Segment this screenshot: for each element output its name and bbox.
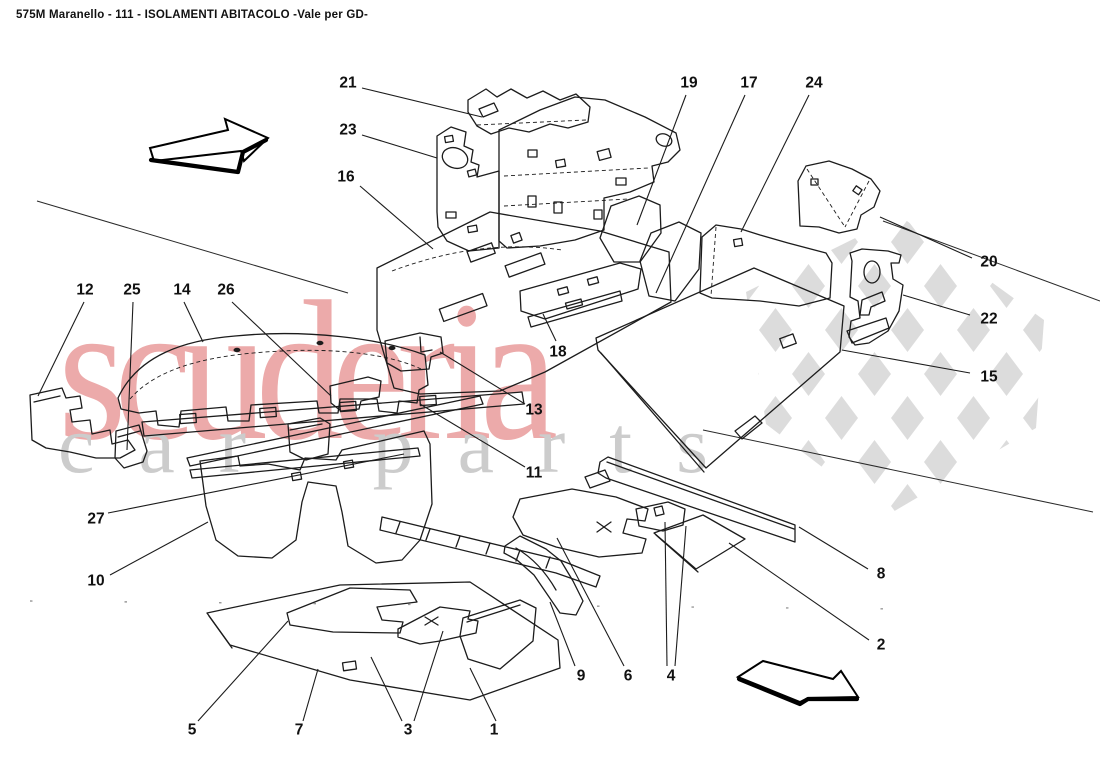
leader-line-15 [841, 349, 971, 374]
callout-24: 24 [805, 74, 823, 92]
leader-line-4 [664, 521, 668, 667]
callout-27: 27 [87, 510, 105, 528]
part-27-strip [189, 447, 421, 479]
part-6-rear-mat [512, 488, 649, 558]
callout-3: 3 [403, 721, 413, 739]
leader-line-8 [798, 526, 869, 570]
direction-arrow-front-icon [148, 117, 270, 175]
part-7-platform [206, 581, 561, 701]
callout-16: 16 [337, 168, 355, 186]
leader-line-4 [674, 525, 687, 667]
part-12-bracket [29, 387, 136, 459]
part-16-floor-panel [376, 211, 672, 395]
leader-line-23 [361, 134, 438, 159]
callout-1: 1 [489, 721, 499, 739]
leader-line-3 [370, 656, 403, 722]
leader-line-18 [542, 313, 557, 342]
part-3-centre-mat [397, 606, 479, 645]
callout-9: 9 [576, 667, 586, 685]
part-5-front-mat [286, 587, 418, 634]
leader-line-12 [37, 301, 85, 397]
callout-8: 8 [876, 565, 886, 583]
part-17-tunnel-panel [639, 221, 702, 302]
callout-12: 12 [76, 281, 94, 299]
small-block [287, 417, 331, 461]
leader-line-9 [549, 601, 576, 667]
callout-2: 2 [876, 636, 886, 654]
leader-line-7 [302, 668, 319, 722]
leader-line-1 [469, 667, 497, 722]
leader-line-22 [902, 294, 971, 316]
callout-21: 21 [339, 74, 357, 92]
leader-line-5 [197, 620, 289, 722]
leader-line-25 [126, 301, 134, 451]
direction-arrow-rear-icon [735, 659, 860, 707]
callout-26: 26 [217, 281, 235, 299]
callout-17: 17 [740, 74, 758, 92]
part-24-rear-panel [699, 224, 833, 307]
part-2-rear-mat [653, 514, 746, 573]
callout-14: 14 [173, 281, 191, 299]
leader-line-27 [107, 453, 405, 514]
leader-line-19 [636, 94, 687, 226]
part-20-bracket [797, 160, 881, 234]
part-22-side-bracket [846, 248, 904, 346]
callout-25: 25 [123, 281, 141, 299]
leader-line-11 [419, 403, 526, 468]
leader-line-10 [109, 521, 209, 576]
part-8-strip [584, 456, 796, 543]
leader-line-16 [359, 185, 434, 250]
part-23-firewall-panel [436, 126, 500, 252]
watermark-scuderia: scuderia [58, 261, 558, 482]
leader-line-21 [361, 87, 483, 118]
leader-line-26 [231, 301, 332, 397]
callout-10: 10 [87, 572, 105, 590]
leader-line-6 [556, 537, 625, 667]
callout-13: 13 [525, 401, 543, 419]
part-9-console-bracket [503, 535, 584, 616]
part-19-tunnel-panel [599, 195, 662, 263]
leader-line-20 [879, 216, 973, 259]
part-21-firewall-flap [467, 88, 591, 135]
part-26-bracket [329, 376, 382, 412]
callout-20: 20 [980, 253, 998, 271]
part-13-bracket [384, 332, 444, 372]
callout-22: 22 [980, 310, 998, 328]
part-11-strip [186, 395, 484, 467]
leader-line-2 [728, 542, 870, 641]
part-1-front-mat [459, 599, 537, 670]
callout-4: 4 [666, 667, 676, 685]
callout-5: 5 [187, 721, 197, 739]
leader-line-24 [740, 94, 810, 233]
part-4-small-mat [635, 501, 686, 532]
checkered-flag [746, 216, 1044, 516]
callout-19: 19 [680, 74, 698, 92]
callout-7: 7 [294, 721, 304, 739]
leader-line-17 [655, 94, 746, 294]
callout-18: 18 [549, 343, 567, 361]
leader-line-13 [439, 351, 526, 405]
callout-6: 6 [623, 667, 633, 685]
leader-line-14 [183, 301, 204, 343]
callout-15: 15 [980, 368, 998, 386]
part-16-firewall-centre [498, 96, 681, 249]
callout-23: 23 [339, 121, 357, 139]
part-18-tunnel-strip [519, 262, 642, 328]
callout-11: 11 [525, 464, 543, 482]
page-title: 575M Maranello - 111 - ISOLAMENTI ABITAC… [16, 9, 368, 21]
leader-line-3 [413, 630, 444, 722]
part-15-floor-panel [595, 267, 845, 473]
